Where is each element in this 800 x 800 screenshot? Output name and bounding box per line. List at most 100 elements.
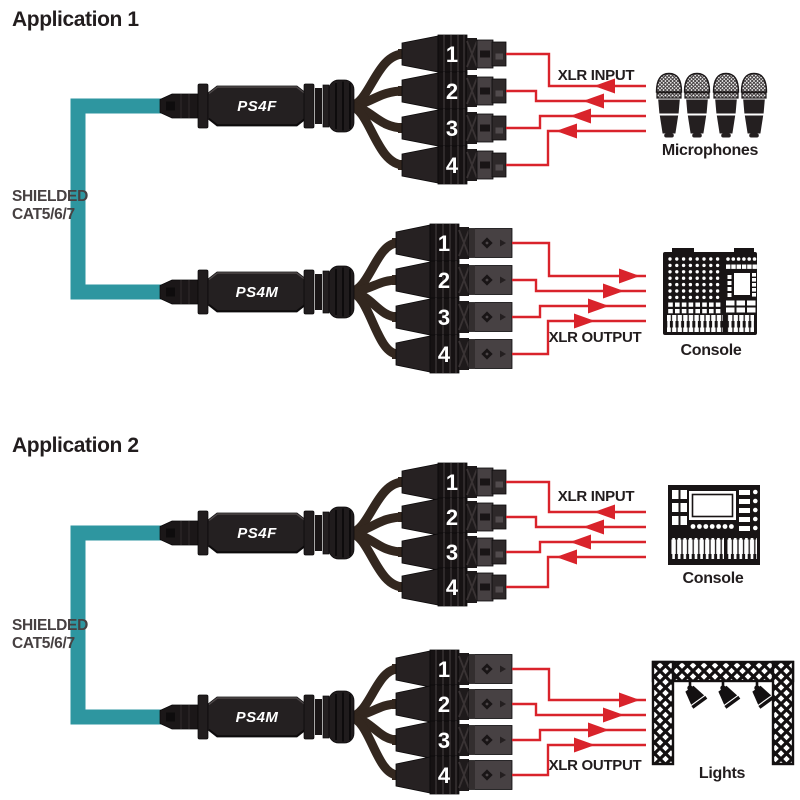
console-tab bbox=[672, 248, 694, 253]
signal-arrow-icon bbox=[588, 722, 609, 738]
channel-number: 1 bbox=[438, 231, 450, 256]
signal-arrow-icon bbox=[570, 108, 591, 124]
digital-console-icon bbox=[668, 485, 760, 565]
mixing-console-icon bbox=[663, 248, 757, 335]
truss-left-column bbox=[651, 660, 675, 766]
signal-line bbox=[512, 241, 646, 278]
channel-number: 2 bbox=[438, 692, 450, 717]
signal-arrow-icon bbox=[619, 268, 640, 284]
breakout-cable bbox=[345, 287, 403, 359]
console-display bbox=[734, 273, 750, 295]
stage-light-icon bbox=[682, 681, 708, 709]
channel-number: 1 bbox=[438, 657, 450, 682]
truss-right-column bbox=[771, 660, 795, 766]
channel-number: 3 bbox=[446, 116, 458, 141]
fader-bank bbox=[727, 538, 757, 559]
signal-arrow-icon bbox=[574, 737, 595, 753]
breakout-cable bbox=[345, 101, 409, 170]
xlr-male-connector-4 bbox=[391, 334, 513, 374]
channel-number: 1 bbox=[446, 42, 458, 67]
application-1-section: Application 1 SHIELDED CAT5/6/7 PS4F 1 2… bbox=[12, 8, 768, 374]
signal-line bbox=[506, 89, 646, 103]
signal-arrow-icon bbox=[594, 504, 615, 520]
xlr-output-label: XLR OUTPUT bbox=[549, 329, 642, 346]
signal-line bbox=[512, 319, 646, 356]
console-screen-inner bbox=[691, 493, 734, 518]
signal-line bbox=[506, 129, 646, 167]
signal-arrow-icon bbox=[603, 707, 624, 723]
xlr-male-connector-2 bbox=[391, 684, 513, 724]
ps4m-label: PS4M bbox=[236, 709, 279, 726]
channel-number: 4 bbox=[446, 575, 459, 600]
stage-light-icon bbox=[749, 681, 775, 709]
xlr-male-connector-2 bbox=[391, 260, 513, 300]
console-knobs bbox=[668, 257, 757, 314]
fader-bank bbox=[727, 315, 754, 332]
channel-number: 3 bbox=[438, 728, 450, 753]
signal-line bbox=[506, 114, 646, 130]
signal-line bbox=[506, 555, 646, 589]
stage-light-icon bbox=[715, 681, 741, 709]
cable-type-label-line1: SHIELDED bbox=[12, 188, 88, 205]
signal-arrow-icon bbox=[594, 78, 615, 94]
console-tab bbox=[734, 248, 754, 253]
channel-number: 2 bbox=[446, 505, 458, 530]
signal-arrow-icon bbox=[556, 549, 577, 565]
breakout-cable bbox=[345, 528, 409, 592]
application-2-section: Application 2 SHIELDED CAT5/6/7 PS4F 1 2… bbox=[12, 434, 795, 795]
signal-arrow-icon bbox=[574, 313, 595, 329]
signal-arrow-icon bbox=[588, 298, 609, 314]
signal-arrow-icon bbox=[556, 123, 577, 139]
ps4f-label: PS4F bbox=[237, 525, 277, 542]
signal-arrow-icon bbox=[570, 534, 591, 550]
lighting-truss-icon bbox=[651, 660, 795, 766]
signal-line bbox=[512, 728, 646, 742]
xlr-male-connector-1 bbox=[391, 649, 513, 689]
console-label: Console bbox=[680, 342, 741, 359]
xlr-input-label: XLR INPUT bbox=[558, 67, 635, 84]
xlr-output-label: XLR OUTPUT bbox=[549, 757, 642, 774]
xlr-male-connector-3 bbox=[391, 720, 513, 760]
ps4m-label: PS4M bbox=[236, 284, 279, 301]
signal-arrow-icon bbox=[619, 692, 640, 708]
signal-line bbox=[512, 743, 646, 777]
application-1-title: Application 1 bbox=[12, 8, 139, 31]
channel-number: 2 bbox=[446, 79, 458, 104]
breakout-cable bbox=[345, 712, 403, 780]
xlr-input-label: XLR INPUT bbox=[558, 488, 635, 505]
microphone-icon bbox=[655, 72, 683, 139]
console-body bbox=[663, 252, 757, 335]
xlr-male-connector-3 bbox=[391, 297, 513, 337]
cat-cable bbox=[70, 525, 163, 725]
cable-type-label-line2: CAT5/6/7 bbox=[12, 206, 75, 223]
microphone-icon bbox=[740, 72, 768, 139]
signal-line bbox=[512, 702, 646, 717]
channel-number: 4 bbox=[438, 342, 451, 367]
channel-number: 1 bbox=[446, 470, 458, 495]
application-2-title: Application 2 bbox=[12, 434, 139, 457]
lights-label: Lights bbox=[699, 765, 746, 782]
channel-number: 4 bbox=[438, 763, 451, 788]
signal-arrow-icon bbox=[583, 93, 604, 109]
signal-line bbox=[506, 540, 646, 554]
signal-arrow-icon bbox=[603, 283, 624, 299]
fader-bank bbox=[671, 538, 724, 559]
cable-type-label-line2: CAT5/6/7 bbox=[12, 635, 75, 652]
microphone-icon bbox=[683, 72, 711, 139]
xlr-male-connector-4 bbox=[391, 755, 513, 795]
fader-bank bbox=[667, 315, 723, 332]
microphone-icon bbox=[712, 72, 740, 139]
channel-number: 4 bbox=[446, 153, 459, 178]
signal-arrow-icon bbox=[583, 519, 604, 535]
signal-line bbox=[506, 515, 646, 529]
xlr-male-connector-1 bbox=[391, 223, 513, 263]
ps4f-label: PS4F bbox=[237, 98, 277, 115]
channel-number: 3 bbox=[438, 305, 450, 330]
channel-number: 3 bbox=[446, 540, 458, 565]
signal-line bbox=[512, 667, 646, 702]
cat-cable bbox=[70, 98, 163, 300]
microphones-label: Microphones bbox=[662, 142, 759, 159]
channel-number: 2 bbox=[438, 268, 450, 293]
